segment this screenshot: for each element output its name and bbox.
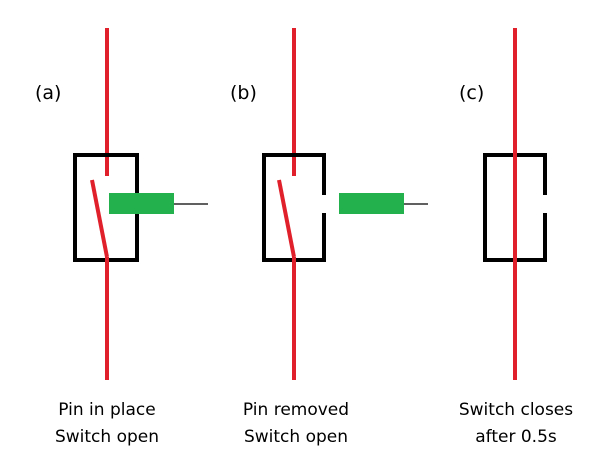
panel-c: (c) Switch closes after 0.5s (459, 28, 573, 447)
panel-c-caption-line2: after 0.5s (475, 427, 557, 447)
panel-b-label: (b) (230, 82, 257, 104)
panel-b-caption-line2: Switch open (244, 427, 348, 447)
panel-b-pin (339, 193, 404, 214)
panel-c-label: (c) (459, 82, 484, 104)
panel-a-caption-line1: Pin in place (58, 400, 155, 420)
panel-b-switch-blade (277, 179, 296, 258)
panel-b-caption-line1: Pin removed (243, 400, 349, 420)
panel-a-caption-line2: Switch open (55, 427, 159, 447)
panel-a-label: (a) (35, 82, 61, 104)
panel-a-switch-housing (73, 153, 139, 262)
panel-c-caption-line1: Switch closes (459, 400, 573, 420)
panel-b: (b) Pin removed Switch open (230, 28, 428, 447)
panel-a: (a) Pin in place Switch open (35, 28, 208, 447)
panel-a-switch-blade (90, 179, 109, 258)
panel-c-switch-housing (483, 153, 547, 262)
panel-a-pin (109, 193, 174, 214)
panel-b-switch-housing (262, 153, 326, 262)
